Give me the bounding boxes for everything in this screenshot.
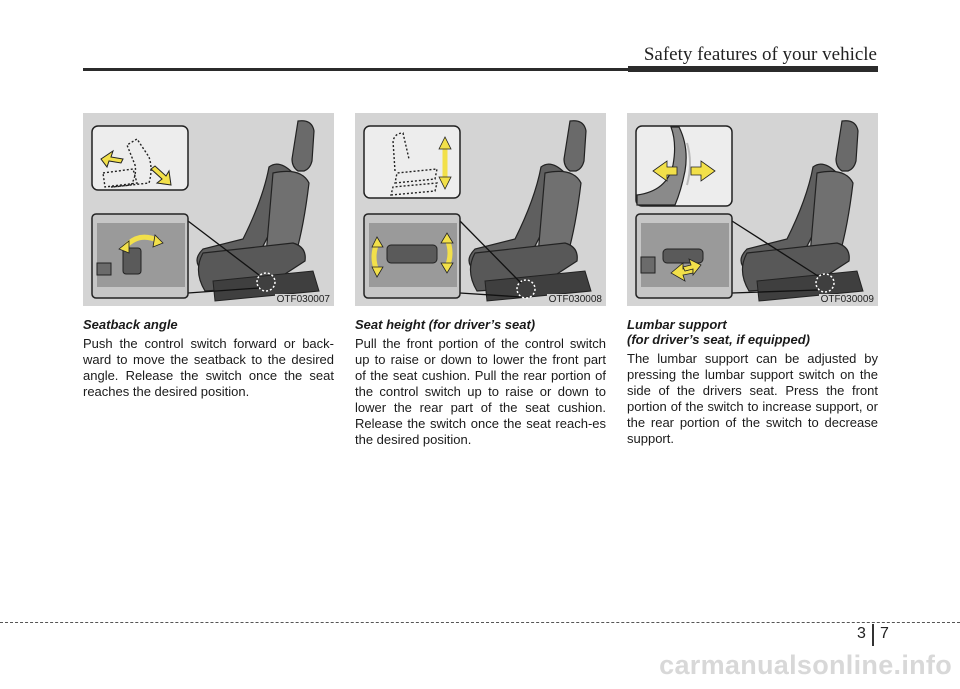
watermark: carmanualsonline.info: [659, 650, 952, 680]
seatback-figure: OTF030007: [83, 113, 334, 306]
seat-illustration: [740, 120, 864, 302]
section-lumbar-support: OTF030009 Lumbar support (for driver’s s…: [627, 113, 878, 447]
figure-code: OTF030008: [546, 294, 604, 305]
page-chapter: 3: [857, 625, 866, 642]
section-title: Seat height (for driver’s seat): [355, 317, 536, 332]
figure-code: OTF030009: [818, 294, 876, 305]
page-number: 7: [880, 625, 889, 642]
section-body: Pull the front portion of the control sw…: [355, 336, 606, 447]
header-rule-accent: [628, 66, 878, 72]
seat-height-figure: OTF030008: [355, 113, 606, 306]
section-title: Lumbar support (for driver’s seat, if eq…: [627, 317, 878, 347]
header-rule: [83, 68, 878, 71]
seat-illustration: [468, 120, 592, 302]
section-title-main: Lumbar support: [627, 317, 727, 332]
seat-illustration: [196, 120, 320, 302]
section-body: The lumbar support can be adjusted by pr…: [627, 351, 878, 446]
footer-rule: [0, 622, 960, 623]
section-body: Push the control switch forward or back-…: [83, 336, 334, 399]
section-seatback-angle: OTF030007 Seatback angle Push the contro…: [83, 113, 334, 400]
section-seat-height: OTF030008 Seat height (for driver’s seat…: [355, 113, 606, 448]
header-title: Safety features of your vehicle: [643, 44, 877, 65]
section-subtitle: (for driver’s seat, if equipped): [627, 332, 811, 347]
page-number-separator: [872, 624, 874, 646]
section-title: Seatback angle: [83, 317, 178, 332]
figure-code: OTF030007: [274, 294, 332, 305]
lumbar-support-figure: OTF030009: [627, 113, 878, 306]
